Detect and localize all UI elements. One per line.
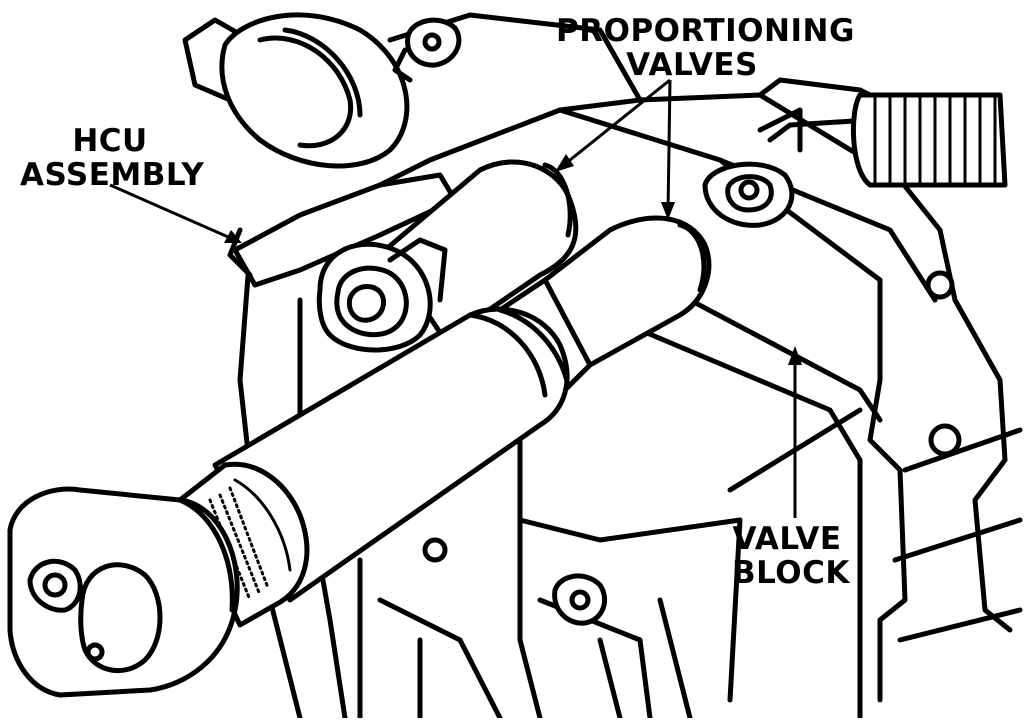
valve-block-label-line2: BLOCK (732, 555, 850, 591)
valve-block-label: VALVE BLOCK (732, 521, 850, 591)
proportioning-valves-label-line1: PROPORTIONING (556, 13, 855, 49)
proportioning-valves-label-line2: VALVES (626, 47, 758, 83)
top-left-fitting (182, 12, 410, 169)
hcu-assembly-label: HCU ASSEMBLY (20, 123, 205, 193)
installation-tool (7, 306, 571, 698)
proportioning-valves-label: PROPORTIONING VALVES (556, 13, 855, 83)
leader-lines (109, 78, 802, 518)
right-edge-bolt (925, 270, 962, 457)
top-bolt (392, 17, 462, 83)
hcu-assembly-label-line1: HCU (72, 123, 148, 159)
valve-block-label-line1: VALVE (732, 521, 842, 557)
hcu-assembly-label-line2: ASSEMBLY (20, 157, 205, 193)
proportioning-valve-upper (316, 159, 579, 353)
valve-block-bolt (702, 161, 795, 228)
lower-bolt (422, 537, 607, 626)
wire-harness (757, 77, 1008, 188)
